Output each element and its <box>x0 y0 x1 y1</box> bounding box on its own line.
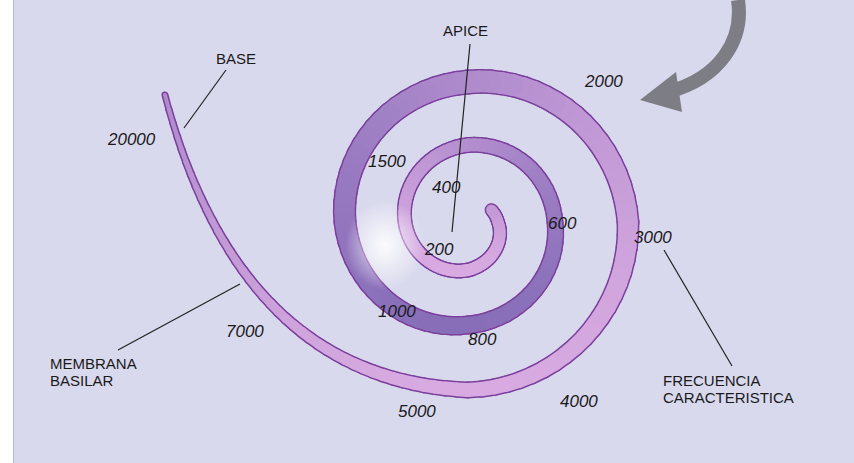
leader-line <box>664 250 732 366</box>
frequency-value: 5000 <box>398 402 436 422</box>
frequency-value: 3000 <box>634 228 672 248</box>
frequency-value: 20000 <box>108 130 155 150</box>
part-name: BASE <box>216 50 256 67</box>
membrane-segment <box>165 95 169 109</box>
leader-line <box>452 44 470 232</box>
frequency-value: 800 <box>468 330 496 350</box>
leader-line <box>184 70 226 128</box>
basilar-membrane-outline <box>165 81 628 390</box>
frequency-value: 7000 <box>226 322 264 342</box>
part-name: APICE <box>443 22 488 39</box>
frequency-value: 2000 <box>585 72 623 92</box>
frequency-value: 4000 <box>560 392 598 412</box>
part-name: FRECUENCIA CARACTERISTICA <box>663 372 848 407</box>
membrane-segment <box>165 95 169 109</box>
frequency-value: 200 <box>425 240 453 260</box>
frequency-value: 1000 <box>378 302 416 322</box>
membrane-segment <box>492 210 493 212</box>
part-name: MEMBRANA BASILAR <box>50 355 160 390</box>
frequency-value: 400 <box>432 178 460 198</box>
highlight <box>345 200 425 290</box>
pointer-arrow <box>668 0 739 92</box>
leader-line <box>118 284 240 350</box>
basilar-membrane <box>165 81 628 390</box>
frequency-value: 1500 <box>368 152 406 172</box>
membrane-segment <box>492 210 493 212</box>
frequency-value: 600 <box>548 214 576 234</box>
pointer-arrowhead <box>640 72 682 112</box>
